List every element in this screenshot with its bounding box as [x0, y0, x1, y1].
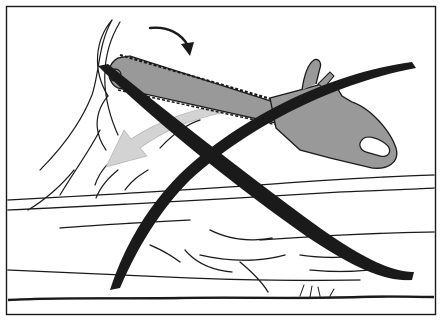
- illustration-svg: [0, 0, 442, 321]
- warning-illustration: [0, 0, 442, 321]
